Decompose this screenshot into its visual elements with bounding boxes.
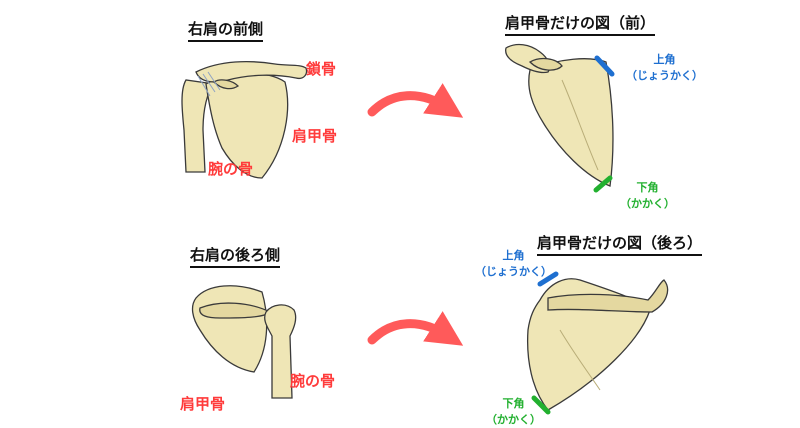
back-superior-angle-reading: （じょうかく） <box>475 265 552 278</box>
back-scapula-label: 肩甲骨 <box>180 395 226 413</box>
front-superior-angle-marker <box>594 55 615 77</box>
back-spine <box>199 302 272 319</box>
front-inferior-angle-label: 下角 （かかく） <box>620 180 675 212</box>
scapula-front-title: 肩甲骨だけの図（前） <box>505 12 656 36</box>
front-superior-angle-name: 上角 <box>653 53 676 66</box>
front-inferior-angle-reading: （かかく） <box>620 197 675 210</box>
front-scapula-label: 肩甲骨 <box>292 127 338 145</box>
back-inferior-angle-label: 下角 （かかく） <box>486 396 541 428</box>
back-inferior-angle-name: 下角 <box>502 397 525 410</box>
back-view-title: 右肩の後ろ側 <box>190 244 281 268</box>
front-humerus-label: 腕の骨 <box>208 160 254 178</box>
back-superior-angle-name: 上角 <box>502 249 525 262</box>
scapula-back-title: 肩甲骨だけの図（後ろ） <box>537 232 703 256</box>
front-view-title: 右肩の前側 <box>188 18 264 42</box>
front-coracoid <box>212 79 240 90</box>
front-superior-angle-label: 上角 （じょうかく） <box>626 52 703 84</box>
back-humerus-label: 腕の骨 <box>290 372 336 390</box>
back-inferior-angle-marker <box>531 395 551 415</box>
back-scapula-spine <box>547 279 669 313</box>
front-scapula-body <box>528 58 614 187</box>
back-superior-angle-label: 上角 （じょうかく） <box>475 248 552 280</box>
front-scapula-coracoid <box>528 57 563 71</box>
bottom-arrow <box>367 311 464 346</box>
front-shoulder-illustration <box>181 60 308 179</box>
back-superior-angle-marker <box>537 271 559 287</box>
front-clavicle-label: 鎖骨 <box>306 60 337 78</box>
back-scapula-only <box>526 278 669 411</box>
front-inferior-angle-marker <box>593 175 613 193</box>
back-shoulder-illustration <box>191 285 297 399</box>
back-inferior-angle-reading: （かかく） <box>486 413 541 426</box>
top-arrow <box>367 83 464 118</box>
front-superior-angle-reading: （じょうかく） <box>626 69 703 82</box>
back-humerus <box>264 304 297 399</box>
front-inferior-angle-name: 下角 <box>636 181 659 194</box>
back-scapula <box>191 285 268 373</box>
front-scapula-only <box>505 43 614 187</box>
